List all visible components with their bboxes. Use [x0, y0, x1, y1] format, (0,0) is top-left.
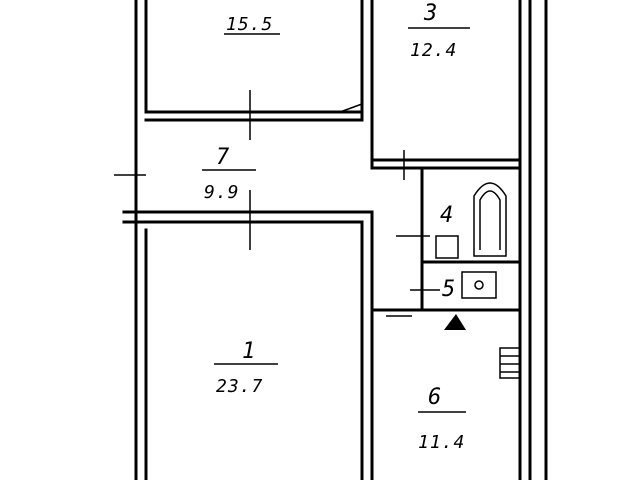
dimension-ticks [114, 90, 440, 317]
room-1-number: 1 [242, 339, 255, 364]
radiator-icon [499, 347, 521, 379]
bathtub-icon [473, 182, 507, 257]
room-7-area: 9.9 [204, 182, 240, 203]
room-4-number: 4 [440, 203, 453, 228]
room-7-number: 7 [216, 145, 230, 170]
room-1-area: 23.7 [216, 376, 263, 397]
outer-walls [134, 0, 548, 480]
room-6-area: 11.4 [418, 432, 465, 453]
interior-walls [122, 0, 522, 480]
room-top-left-area: 15.5 [226, 14, 273, 35]
room-5-number: 5 [442, 277, 455, 302]
room-3-area: 12.4 [410, 40, 457, 61]
sink-icon [435, 235, 459, 259]
room-3-number: 3 [423, 1, 437, 26]
toilet-icon [461, 271, 497, 299]
stove-icon [444, 314, 466, 330]
room-6-number: 6 [428, 385, 441, 410]
